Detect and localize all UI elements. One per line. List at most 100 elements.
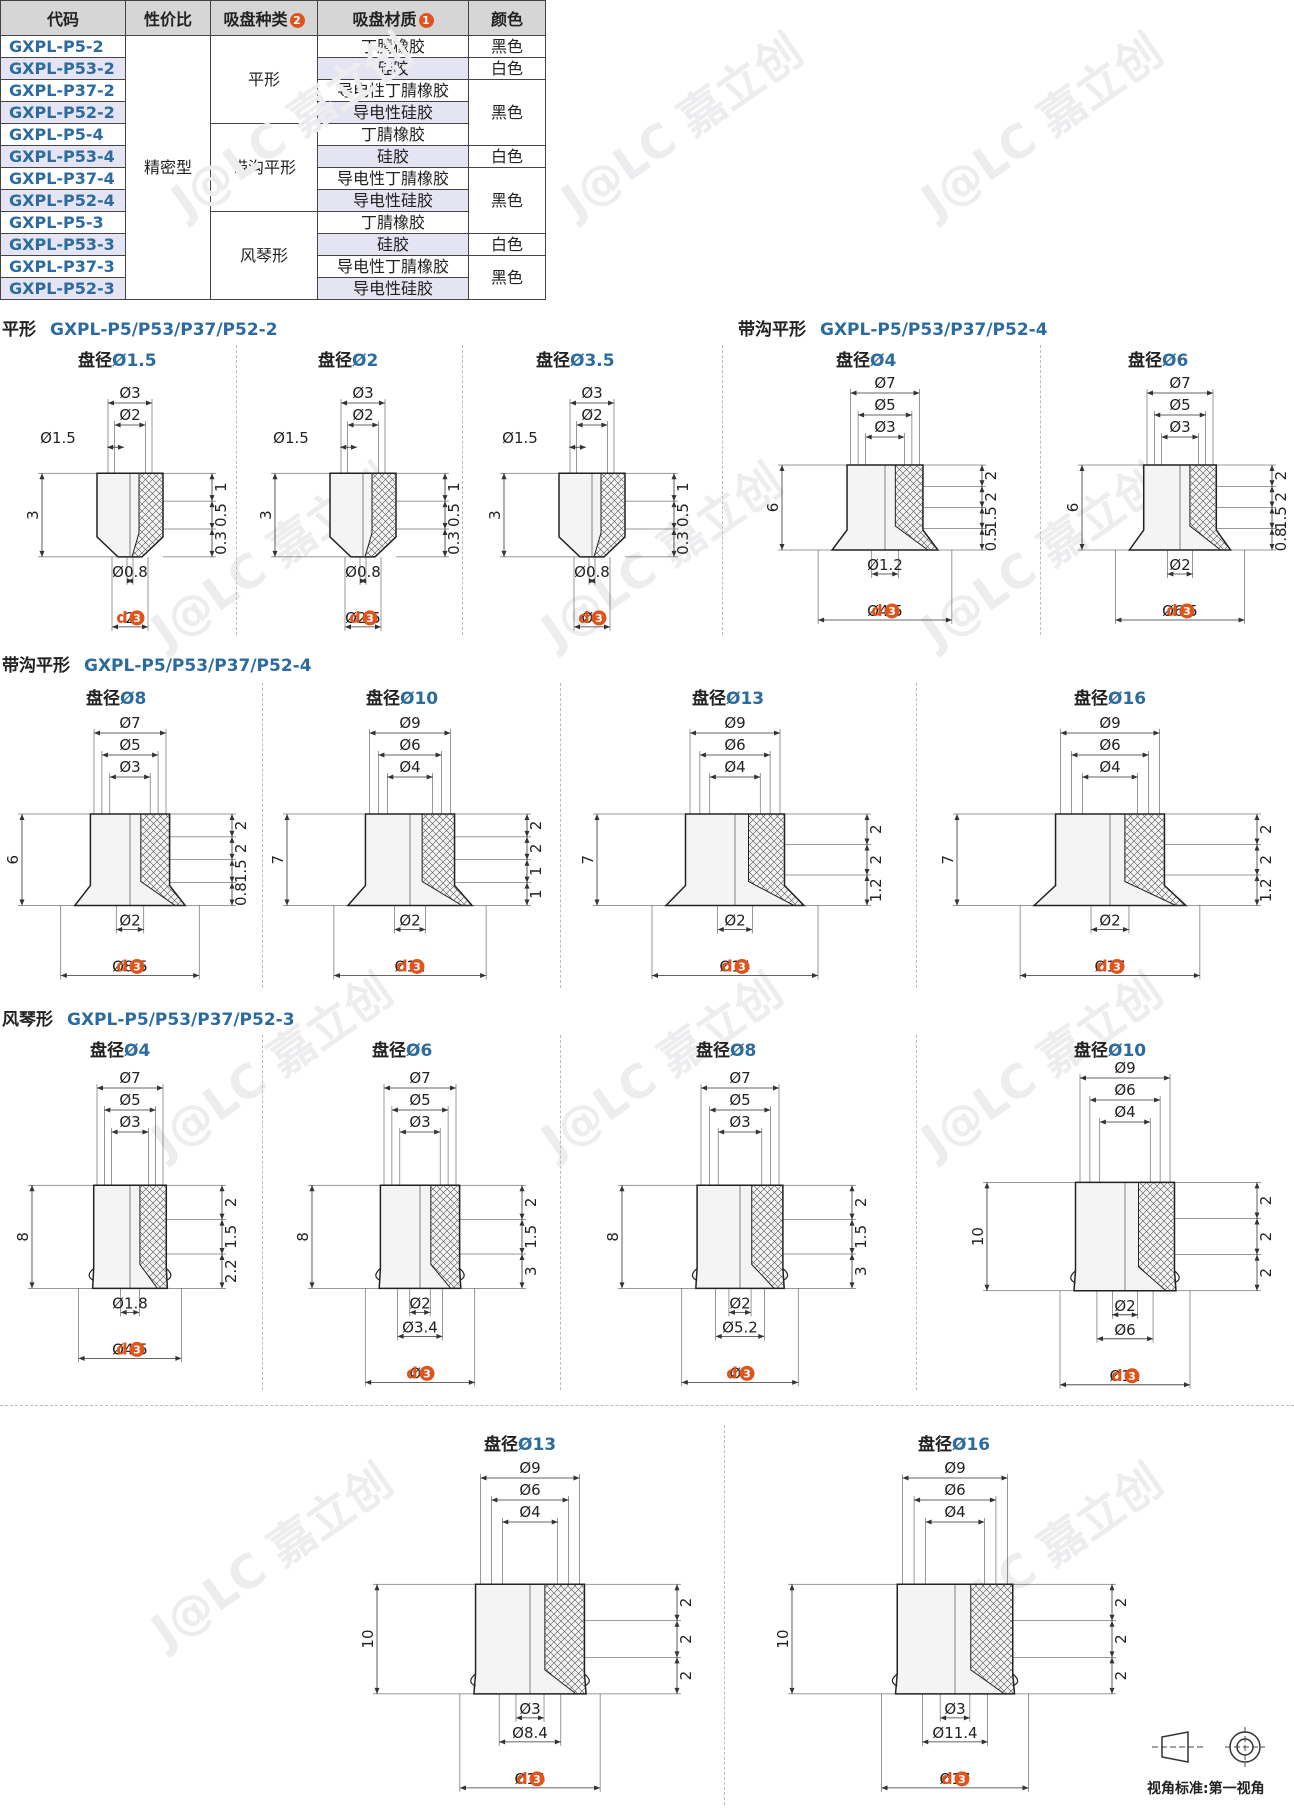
dimension-label: 2 [1257, 855, 1275, 865]
dimension-label: Ø3 [1169, 418, 1190, 436]
item-title: 盘径Ø10 [366, 689, 439, 709]
arrowhead [538, 1715, 545, 1721]
arrowhead [1254, 838, 1260, 845]
dimension-label: Ø1.8 [112, 1294, 148, 1312]
dimension-label: 2 [222, 1198, 240, 1208]
arrowhead [146, 400, 152, 406]
arrowhead [1269, 465, 1275, 471]
arrowhead [391, 1107, 398, 1113]
dimension-label: Ø7 [119, 1069, 140, 1087]
arrowhead [902, 1475, 909, 1481]
arrowhead [1109, 1614, 1115, 1621]
dimension-label: Ø2 [729, 1294, 750, 1312]
arrowhead [1238, 617, 1245, 623]
arrowhead [864, 814, 870, 820]
arrowhead [865, 434, 872, 440]
cell-code: GXPL-P53-3 [0, 233, 126, 256]
dimension-label: 1.5 [522, 1225, 540, 1249]
arrowhead [718, 1129, 725, 1135]
arrowhead [524, 899, 530, 906]
arrowhead [340, 444, 347, 450]
d-badge [1109, 959, 1125, 974]
arrowhead [133, 1309, 140, 1315]
arrowhead [1131, 1312, 1138, 1318]
arrowhead [594, 814, 600, 820]
dimension-label: Ø7 [409, 1069, 430, 1087]
dimension-label: 0.5 [445, 503, 463, 527]
arrowhead [116, 927, 123, 932]
dimension-label: 1.2 [1257, 878, 1275, 902]
dimension-label: Ø6 [944, 1481, 965, 1499]
arrowhead [524, 853, 530, 860]
arrowhead [905, 412, 912, 418]
arrowhead [1154, 412, 1161, 418]
arrowhead [152, 752, 159, 758]
divider [560, 1035, 561, 1390]
divider [1040, 345, 1041, 635]
arrowhead [913, 390, 920, 396]
cell-material: 导电性丁腈橡胶 [317, 167, 469, 190]
arrowhead [1096, 1336, 1103, 1342]
dimension-label: Ø6 [1114, 1081, 1135, 1099]
item-title: 盘径Ø10 [1074, 1041, 1147, 1061]
table-row: GXPL-P53-2 硅胶 白色 [0, 57, 546, 80]
cell-code: GXPL-P52-3 [0, 277, 126, 300]
cell-material: 导电性硅胶 [317, 189, 469, 212]
dimension-label: Ø3 [519, 1700, 540, 1718]
dimension-label: Ø0.8 [112, 563, 148, 581]
table-row: GXPL-P52-2 导电性硅胶 [0, 101, 546, 124]
dimension-label: 1.5 [232, 859, 250, 883]
arrowhead [394, 927, 401, 932]
arrowhead [435, 752, 442, 758]
dimension-label: Ø5 [119, 1091, 140, 1109]
divider [262, 683, 263, 988]
arrowhead [984, 1284, 990, 1291]
arrowhead [674, 1614, 680, 1621]
arrowhead [1131, 774, 1138, 780]
dimension-label: 1.5 [1272, 506, 1290, 530]
cell-code: GXPL-P5-3 [0, 211, 126, 234]
arrowhead [1082, 774, 1089, 780]
header-type-badge: 2 [289, 13, 305, 28]
arrowhead [892, 571, 899, 577]
dimension-label: Ø2 [724, 912, 745, 930]
dimension-label: Ø3 [729, 1113, 750, 1131]
dimension-label: 2 [1257, 824, 1275, 834]
table-row: GXPL-P52-4 导电性硅胶 [0, 189, 546, 212]
d-badge [129, 610, 145, 626]
arrowhead [671, 529, 677, 535]
arrowhead [209, 523, 215, 529]
table-row: GXPL-P5-2 精密型 平形 丁腈橡胶 黑色 [0, 35, 546, 300]
arrowhead [981, 1739, 988, 1745]
header-material-badge: 1 [418, 13, 434, 28]
dimension-label: 2 [1257, 1268, 1275, 1278]
dimension-label: Ø1.5 [40, 429, 76, 447]
arrowhead [519, 1219, 525, 1226]
arrowhead [674, 1657, 680, 1664]
dimension-label: Ø1.5 [273, 429, 309, 447]
item-title: 盘径Ø2 [318, 351, 379, 371]
arrowhead [1122, 927, 1129, 932]
arrowhead [849, 1282, 855, 1289]
arrowhead [554, 1739, 561, 1745]
arrowhead [1269, 522, 1275, 529]
d-badge [419, 1365, 435, 1381]
dimension-label: 0.3 [212, 531, 230, 555]
arrowhead [1254, 1218, 1260, 1225]
arrowhead [409, 1309, 416, 1315]
arrowhead [701, 1085, 707, 1091]
dimension-label: Ø4 [1114, 1103, 1135, 1121]
divider [722, 345, 723, 635]
arrowhead [914, 1497, 921, 1503]
arrowhead [434, 1129, 441, 1135]
arrowhead [1269, 501, 1275, 508]
d-label: d [516, 1769, 527, 1788]
d-label: d [1096, 957, 1107, 976]
arrowhead [1254, 814, 1260, 820]
arrowhead [954, 814, 960, 820]
arrowhead [979, 486, 985, 493]
d-badge [129, 959, 145, 974]
